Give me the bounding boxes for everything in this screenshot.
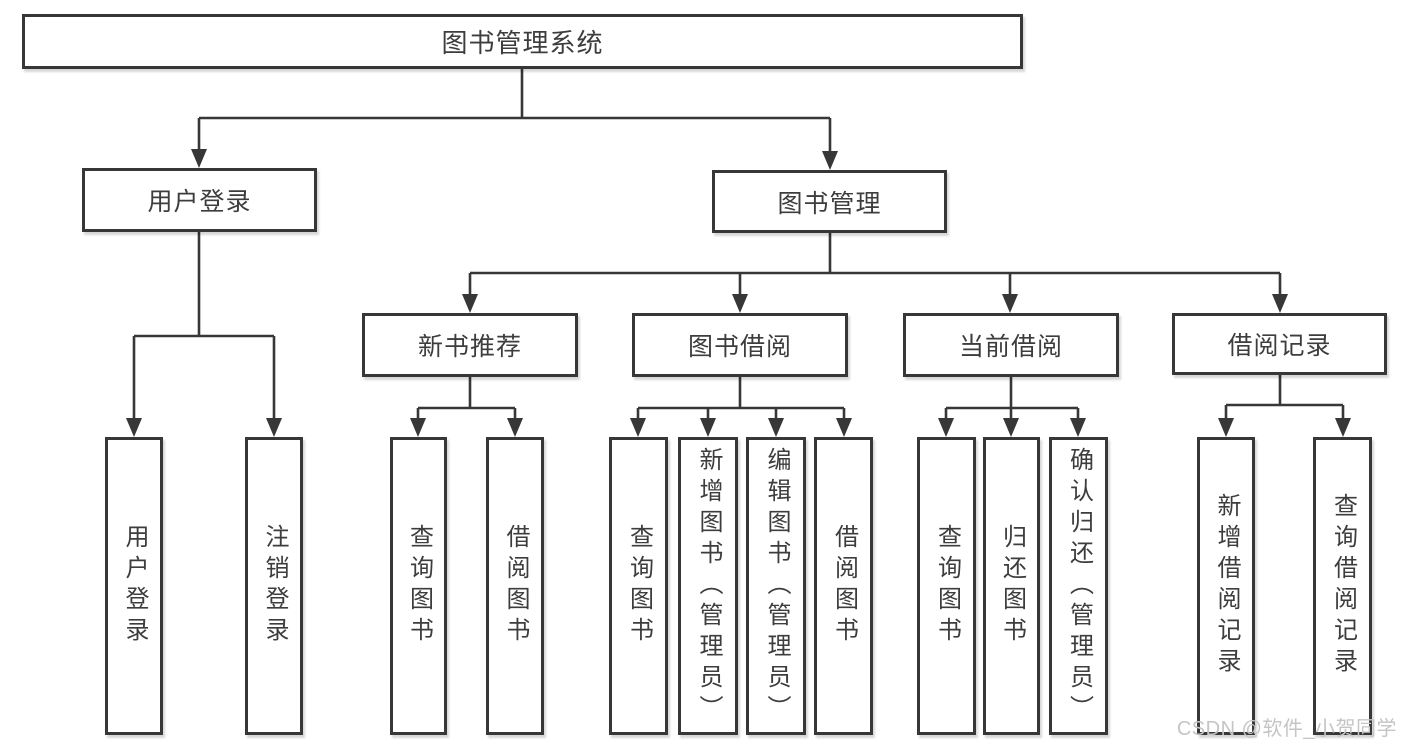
- node-label: 归还图书: [998, 524, 1026, 648]
- arrowhead-down-icon: [266, 418, 282, 437]
- arrowhead-down-icon: [768, 418, 784, 437]
- node-label: 当前借阅: [958, 333, 1063, 361]
- arrowhead-down-icon: [507, 418, 523, 437]
- node-leaf-query-borrow-record: 查询借阅记录: [1313, 437, 1372, 735]
- node-label: 用户登录: [147, 188, 252, 216]
- node-leaf-return-books: 归还图书: [983, 437, 1040, 735]
- arrowhead-down-icon: [630, 418, 646, 437]
- node-leaf-borrow-books-recommend: 借阅图书: [486, 437, 544, 735]
- node-label: 新增借阅记录: [1213, 493, 1240, 679]
- node-label: 编辑图书（管理员）: [763, 446, 790, 726]
- node-current-borrow: 当前借阅: [903, 313, 1119, 377]
- node-label: 查询图书: [933, 524, 961, 648]
- arrowhead-down-icon: [822, 151, 838, 170]
- node-label: 新增图书（管理员）: [695, 446, 722, 726]
- arrowhead-down-icon: [1002, 294, 1018, 313]
- arrowhead-down-icon: [836, 418, 852, 437]
- node-label: 借阅图书: [830, 524, 858, 648]
- node-new-book-recommend: 新书推荐: [362, 313, 578, 377]
- node-leaf-logout: 注销登录: [245, 437, 303, 735]
- node-label: 查询借阅记录: [1329, 493, 1357, 679]
- node-label: 确认归还（管理员）: [1065, 446, 1093, 726]
- node-leaf-query-books-borrow: 查询图书: [609, 437, 668, 735]
- node-root: 图书管理系统: [22, 14, 1023, 69]
- node-leaf-edit-book-admin: 编辑图书（管理员）: [746, 437, 806, 735]
- arrowhead-down-icon: [410, 418, 426, 437]
- node-leaf-query-books-current: 查询图书: [917, 437, 976, 735]
- node-leaf-add-book-admin: 新增图书（管理员）: [678, 437, 738, 735]
- arrowhead-down-icon: [938, 418, 954, 437]
- csdn-watermark: CSDN @软件_小贺同学: [1176, 718, 1397, 740]
- arrowhead-down-icon: [462, 294, 478, 313]
- node-label: 图书管理系统: [441, 28, 604, 58]
- node-label: 图书管理: [777, 189, 882, 218]
- arrowhead-down-icon: [700, 418, 716, 437]
- arrowhead-down-icon: [1272, 294, 1288, 313]
- node-label: 查询图书: [625, 524, 653, 648]
- node-book-borrow: 图书借阅: [632, 313, 848, 377]
- node-label: 图书借阅: [687, 333, 792, 361]
- node-leaf-user-login: 用户登录: [105, 437, 163, 735]
- node-label: 借阅图书: [502, 524, 529, 648]
- node-borrow-records: 借阅记录: [1172, 313, 1387, 375]
- node-leaf-query-books-recommend: 查询图书: [390, 437, 447, 735]
- arrowhead-down-icon: [126, 418, 142, 437]
- arrowhead-down-icon: [1003, 418, 1019, 437]
- node-label: 用户登录: [121, 524, 148, 648]
- arrowhead-down-icon: [1218, 418, 1234, 437]
- arrowhead-down-icon: [1335, 418, 1351, 437]
- node-label: 注销登录: [261, 524, 288, 648]
- node-leaf-add-borrow-record: 新增借阅记录: [1197, 437, 1255, 735]
- node-book-management: 图书管理: [712, 170, 947, 233]
- node-label: 新书推荐: [417, 333, 522, 361]
- node-user-login: 用户登录: [82, 168, 317, 232]
- arrowhead-down-icon: [191, 149, 207, 168]
- arrowhead-down-icon: [1070, 418, 1086, 437]
- arrowhead-down-icon: [732, 294, 748, 313]
- node-label: 借阅记录: [1227, 332, 1332, 360]
- node-leaf-borrow-books: 借阅图书: [814, 437, 873, 735]
- node-label: 查询图书: [405, 524, 433, 648]
- node-leaf-confirm-return-admin: 确认归还（管理员）: [1049, 437, 1108, 735]
